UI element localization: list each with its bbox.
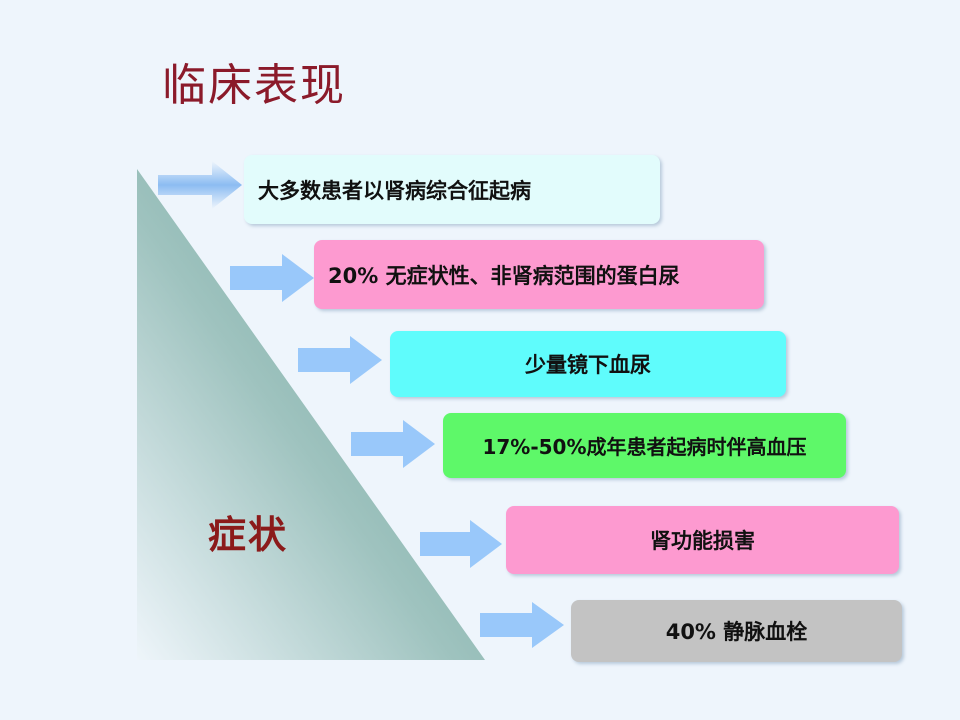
symptom-box-renal-impairment: 肾功能损害 [506,506,899,574]
symptom-box-nephrotic-onset: 大多数患者以肾病综合征起病 [244,155,660,224]
symptom-box-hematuria: 少量镜下血尿 [390,331,786,397]
symptoms-label: 症状 [208,513,289,557]
symptom-text: 肾功能损害 [650,529,755,553]
arrow-right-icon [230,254,314,302]
arrow-right-icon [158,161,242,209]
slide-title: 临床表现 [162,60,346,111]
symptom-text: 大多数患者以肾病综合征起病 [258,178,531,203]
symptom-box-venous-thrombosis: 40% 静脉血栓 [571,600,902,662]
arrow-right-icon [480,602,564,648]
symptom-text: 少量镜下血尿 [525,353,651,377]
symptom-box-proteinuria: 20% 无症状性、非肾病范围的蛋白尿 [314,240,764,309]
symptom-text: 17%-50%成年患者起病时伴高血压 [482,435,807,459]
arrow-right-icon [420,520,502,568]
arrow-right-icon [298,336,382,384]
symptom-box-hypertension: 17%-50%成年患者起病时伴高血压 [443,413,846,478]
symptom-text: 40% 静脉血栓 [665,620,808,644]
arrow-right-icon [351,420,435,468]
symptom-text: 20% 无症状性、非肾病范围的蛋白尿 [328,263,680,288]
